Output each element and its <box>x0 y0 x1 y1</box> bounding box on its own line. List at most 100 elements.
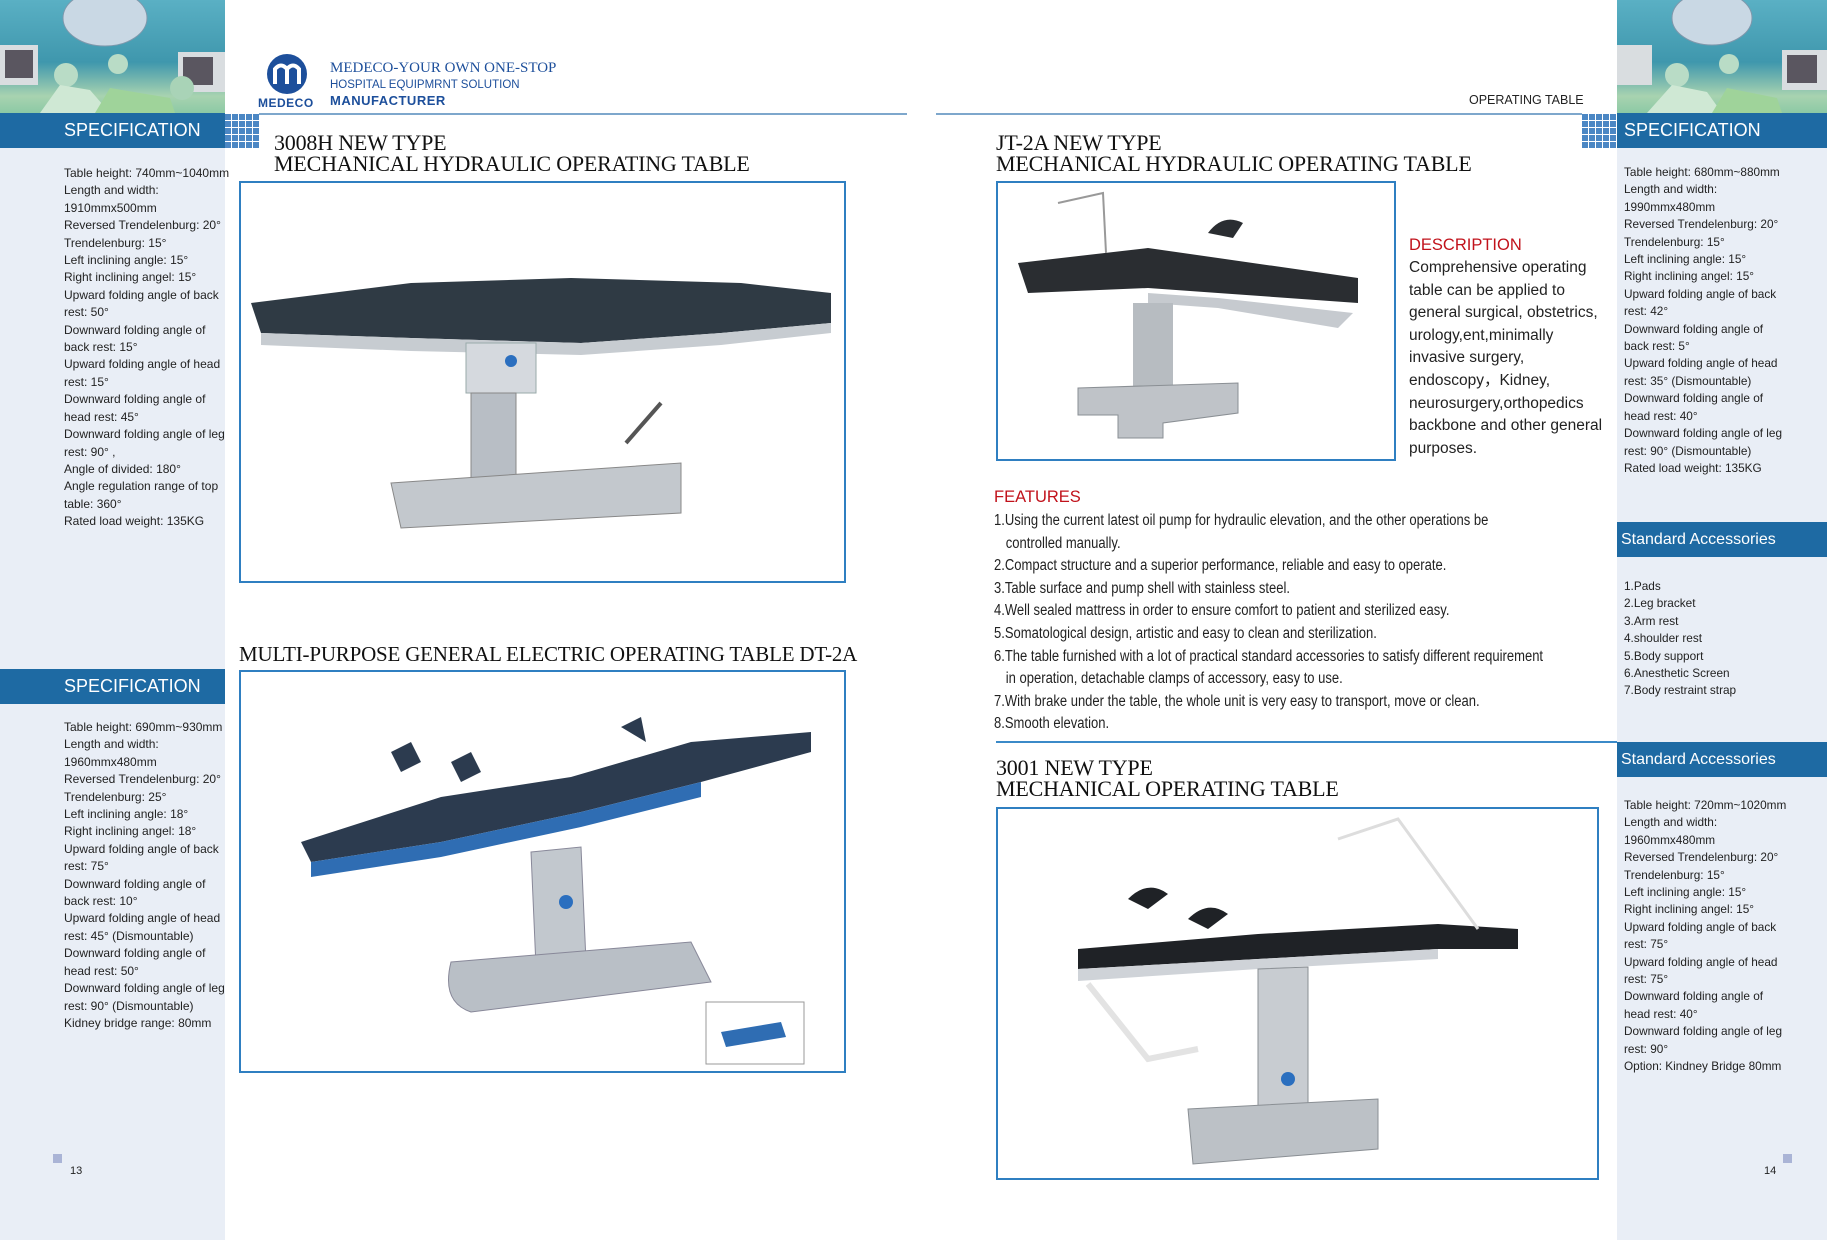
product-title: 3008H NEW TYPE MECHANICAL HYDRAULIC OPER… <box>274 130 750 176</box>
spec-line: 1960mmx480mm <box>1624 832 1716 847</box>
description-line: endoscopy，Kidney, <box>1409 371 1551 389</box>
spec-line: rest: 90° (Dismountable) <box>1624 443 1752 458</box>
spec-line: Left inclining angle: 15° <box>1624 252 1747 267</box>
spec-line: 1990mmx480mm <box>1624 199 1716 214</box>
spec-line: rest: 90° , <box>64 444 116 459</box>
product-image-jt-2a <box>996 181 1396 461</box>
accessories-band: Standard Accessories <box>1617 522 1827 557</box>
spec-line: head rest: 45° <box>64 409 139 424</box>
feature-item: 2.Compact structure and a superior perfo… <box>994 557 1447 575</box>
feature-item: 1.Using the current latest oil pump for … <box>994 512 1489 529</box>
operating-table-illustration <box>251 278 831 529</box>
spec-line: Reversed Trendelenburg: 20° <box>64 772 221 787</box>
spec-line: Downward folding angle of leg <box>64 427 225 442</box>
medeco-logo-icon <box>267 54 307 94</box>
spec-line: Trendelenburg: 15° <box>64 235 167 250</box>
product-title-line: 3001 NEW TYPE <box>996 755 1153 780</box>
feature-item: 7.With brake under the table, the whole … <box>994 692 1480 710</box>
spec-line: Upward folding angle of head <box>64 911 221 926</box>
feature-item: 6.The table furnished with a lot of prac… <box>994 647 1544 665</box>
spec-line: rest: 75° <box>1624 972 1669 987</box>
feature-item-continued: controlled manually. <box>1005 534 1121 552</box>
spec-line: Right inclining angel: 15° <box>1624 902 1754 917</box>
spec-line: Table height: 720mm~1020mm <box>1624 798 1787 812</box>
product-title-line: MECHANICAL HYDRAULIC OPERATING TABLE <box>996 151 1472 176</box>
spec-line: back rest: 15° <box>64 340 138 355</box>
description-line: invasive surgery, <box>1409 349 1525 367</box>
operating-room-photo <box>0 0 225 113</box>
spec-line: Downward folding angle of <box>64 322 206 337</box>
specification-band: SPECIFICATION <box>0 669 225 704</box>
spec-line: Reversed Trendelenburg: 20° <box>1624 217 1779 232</box>
description-line: neurosurgery,orthopedics <box>1409 394 1584 412</box>
product-title: JT-2A NEW TYPE MECHANICAL HYDRAULIC OPER… <box>996 132 1472 176</box>
feature-item: 4.Well sealed mattress in order to ensur… <box>994 602 1450 620</box>
operating-room-illustration <box>1617 0 1827 113</box>
accessory-item: 7.Body restraint strap <box>1624 683 1737 698</box>
spec-line: table: 360° <box>64 496 122 511</box>
page-number: 14 <box>1764 1165 1777 1177</box>
spec-line: Rated load weight: 135KG <box>64 514 205 529</box>
accessory-item: 4.shoulder rest <box>1624 631 1703 646</box>
spec-line: Option: Kindney Bridge 80mm <box>1624 1059 1782 1074</box>
left-sidebar: SPECIFICATION Table height: 740mm~1040mm… <box>0 0 229 1240</box>
description-line: purposes. <box>1409 439 1478 457</box>
spec-line: Rated load weight: 135KG <box>1624 460 1762 475</box>
spec-line: Angle regulation range of top <box>64 479 219 494</box>
description-line: Comprehensive operating <box>1409 259 1587 276</box>
spec-line: head rest: 40° <box>1624 1006 1698 1021</box>
section-label: OPERATING TABLE <box>1469 93 1584 107</box>
description-line: table can be applied to <box>1409 281 1565 299</box>
accessories-band: Standard Accessories <box>1617 742 1827 777</box>
spec-line: Reversed Trendelenburg: 20° <box>64 218 221 233</box>
page-marker <box>53 1154 62 1163</box>
product-title-line: MECHANICAL OPERATING TABLE <box>996 776 1339 801</box>
tagline-2: HOSPITAL EQUIPMRNT SOLUTION <box>330 79 520 91</box>
spec-line: Angle of divided: 180° <box>64 461 181 476</box>
spec-line: back rest: 10° <box>64 894 138 909</box>
spec-line: Table height: 680mm~880mm <box>1624 165 1780 179</box>
spec-line: rest: 35° (Dismountable) <box>1624 373 1752 388</box>
spec-line: Downward folding angle of <box>64 876 206 891</box>
spec-line: Left inclining angle: 15° <box>64 253 189 268</box>
spec-line: Table height: 690mm~930mm <box>64 720 223 734</box>
spec-line: back rest: 5° <box>1624 339 1690 354</box>
spec-line: Kidney bridge range: 80mm <box>64 1015 212 1030</box>
accessory-item: 5.Body support <box>1624 648 1704 663</box>
feature-item: 5.Somatological design, artistic and eas… <box>994 624 1377 642</box>
spec-line: Upward folding angle of back <box>1624 919 1777 934</box>
spec-line: head rest: 40° <box>1624 408 1698 423</box>
spec-line: Length and width: <box>1624 182 1718 197</box>
specification-band: SPECIFICATION <box>1617 113 1827 148</box>
accessory-item: 2.Leg bracket <box>1624 596 1696 611</box>
tagline-3: MANUFACTURER <box>330 93 446 108</box>
specification-band: SPECIFICATION <box>0 113 225 148</box>
operating-room-photo <box>1617 0 1827 113</box>
spec-line: Trendelenburg: 15° <box>1624 867 1725 882</box>
product-image-3001 <box>996 807 1599 1180</box>
spec-line: Downward folding angle of <box>64 392 206 407</box>
feature-item: 8.Smooth elevation. <box>994 715 1110 733</box>
operating-table-illustration <box>301 717 811 1065</box>
product-title-line: MECHANICAL HYDRAULIC OPERATING TABLE <box>274 151 750 176</box>
spec-line: Downward folding angle of leg <box>1624 426 1783 441</box>
spec-line: Length and width: <box>64 183 159 198</box>
spec-line: rest: 42° <box>1624 304 1669 319</box>
spec-line: Right inclining angel: 18° <box>64 824 197 839</box>
logo-text: MEDECO <box>258 96 314 110</box>
spec-line: Downward folding angle of <box>1624 989 1764 1004</box>
spec-line: Upward folding angle of back <box>64 841 219 856</box>
description-line: backbone and other general <box>1409 417 1603 435</box>
spec-line: 1960mmx480mm <box>64 754 157 769</box>
tagline-1: MEDECO-YOUR OWN ONE-STOP <box>330 60 557 76</box>
spec-line: Left inclining angle: 18° <box>64 807 189 822</box>
description-heading: DESCRIPTION <box>1409 236 1522 254</box>
product-title-line: 3008H NEW TYPE <box>274 130 447 155</box>
product-title: 3001 NEW TYPE MECHANICAL OPERATING TABLE <box>996 755 1339 801</box>
spec-line: Upward folding angle of head <box>1624 954 1778 969</box>
features-list: 1.Using the current latest oil pump for … <box>994 510 1543 736</box>
spec-line: Upward folding angle of back <box>1624 286 1777 301</box>
spec-line: 1910mmx500mm <box>64 200 157 215</box>
